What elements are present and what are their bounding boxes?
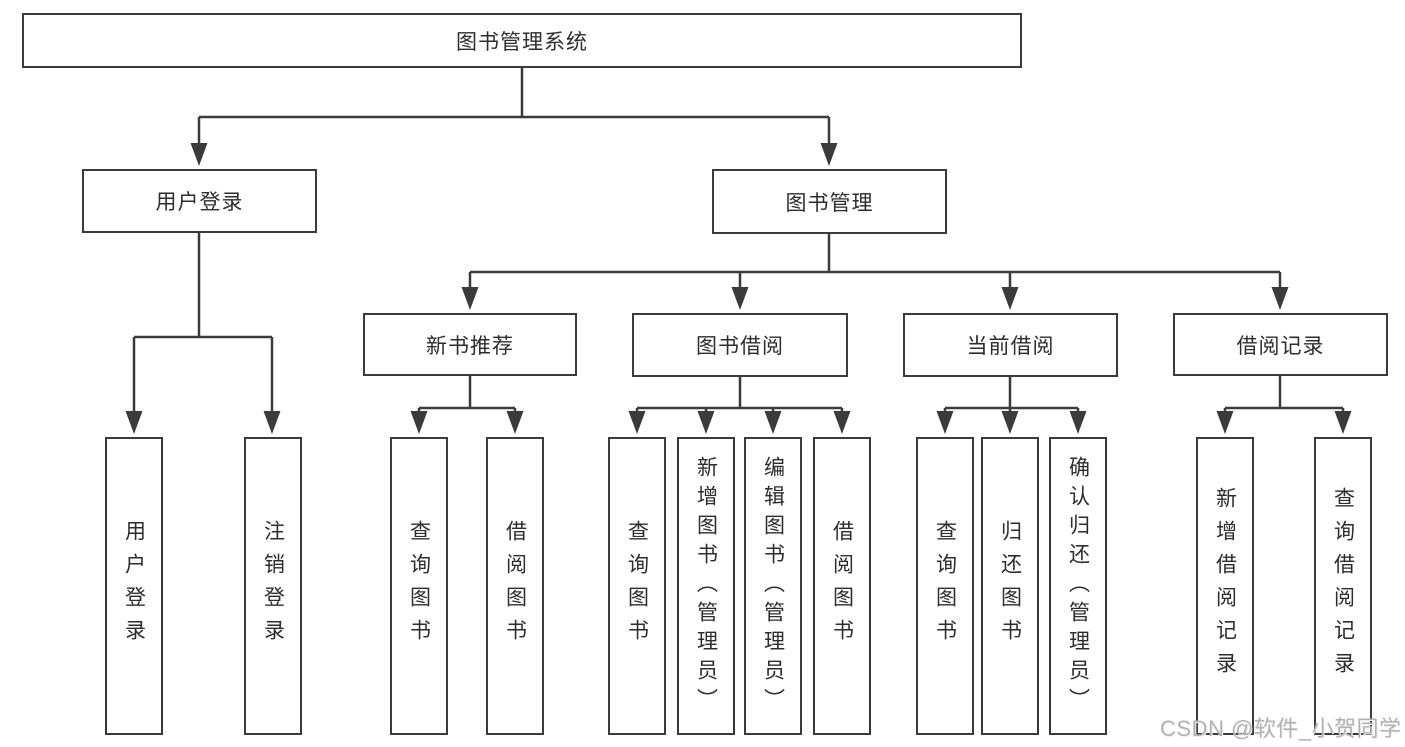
leaf-label: 确认归还（管理员） [1066,455,1090,717]
node-library-management-system: 图书管理系统 [22,13,1022,68]
leaf-query-books: 查询图书 [916,437,974,735]
leaf-label: 查询图书 [933,520,957,652]
node-current-borrow: 当前借阅 [903,313,1118,377]
node-borrow-records: 借阅记录 [1173,313,1388,376]
leaf-label: 借阅图书 [830,520,854,652]
leaf-query-books: 查询图书 [608,437,666,735]
leaf-return-books: 归还图书 [981,437,1039,735]
node-book-borrow: 图书借阅 [632,313,848,377]
leaf-borrow-books: 借阅图书 [486,437,544,735]
node-label: 图书管理系统 [456,30,588,54]
node-label: 新书推荐 [426,334,514,358]
leaf-user-login: 用户登录 [105,437,163,735]
leaf-query-borrow-record: 查询借阅记录 [1314,437,1372,735]
leaf-label: 编辑图书（管理员） [761,455,785,717]
leaf-add-books-admin: 新增图书（管理员） [677,437,735,735]
node-label: 当前借阅 [966,335,1055,358]
leaf-label: 查询图书 [625,520,649,652]
leaf-label: 新增图书（管理员） [694,455,718,717]
leaf-label: 借阅图书 [503,520,527,652]
leaf-query-books: 查询图书 [390,437,448,735]
leaf-borrow-books: 借阅图书 [813,437,871,735]
leaf-label: 用户登录 [122,520,146,652]
leaf-edit-books-admin: 编辑图书（管理员） [744,437,802,735]
leaf-add-borrow-record: 新增借阅记录 [1196,437,1254,735]
leaf-label: 归还图书 [998,520,1022,652]
leaf-confirm-return-admin: 确认归还（管理员） [1049,437,1107,735]
node-new-book-recommend: 新书推荐 [363,313,577,376]
watermark: CSDN @软件_小贺同学 [1160,716,1402,741]
node-book-management: 图书管理 [712,169,947,234]
leaf-label: 新增借阅记录 [1213,487,1237,685]
node-label: 图书借阅 [696,335,784,358]
node-user-login: 用户登录 [82,169,317,233]
node-label: 图书管理 [785,191,874,215]
leaf-label: 注销登录 [261,520,285,652]
leaf-label: 查询借阅记录 [1331,487,1355,685]
node-label: 借阅记录 [1236,334,1325,358]
node-label: 用户登录 [155,191,244,214]
leaf-label: 查询图书 [407,520,431,652]
leaf-logout: 注销登录 [244,437,302,735]
